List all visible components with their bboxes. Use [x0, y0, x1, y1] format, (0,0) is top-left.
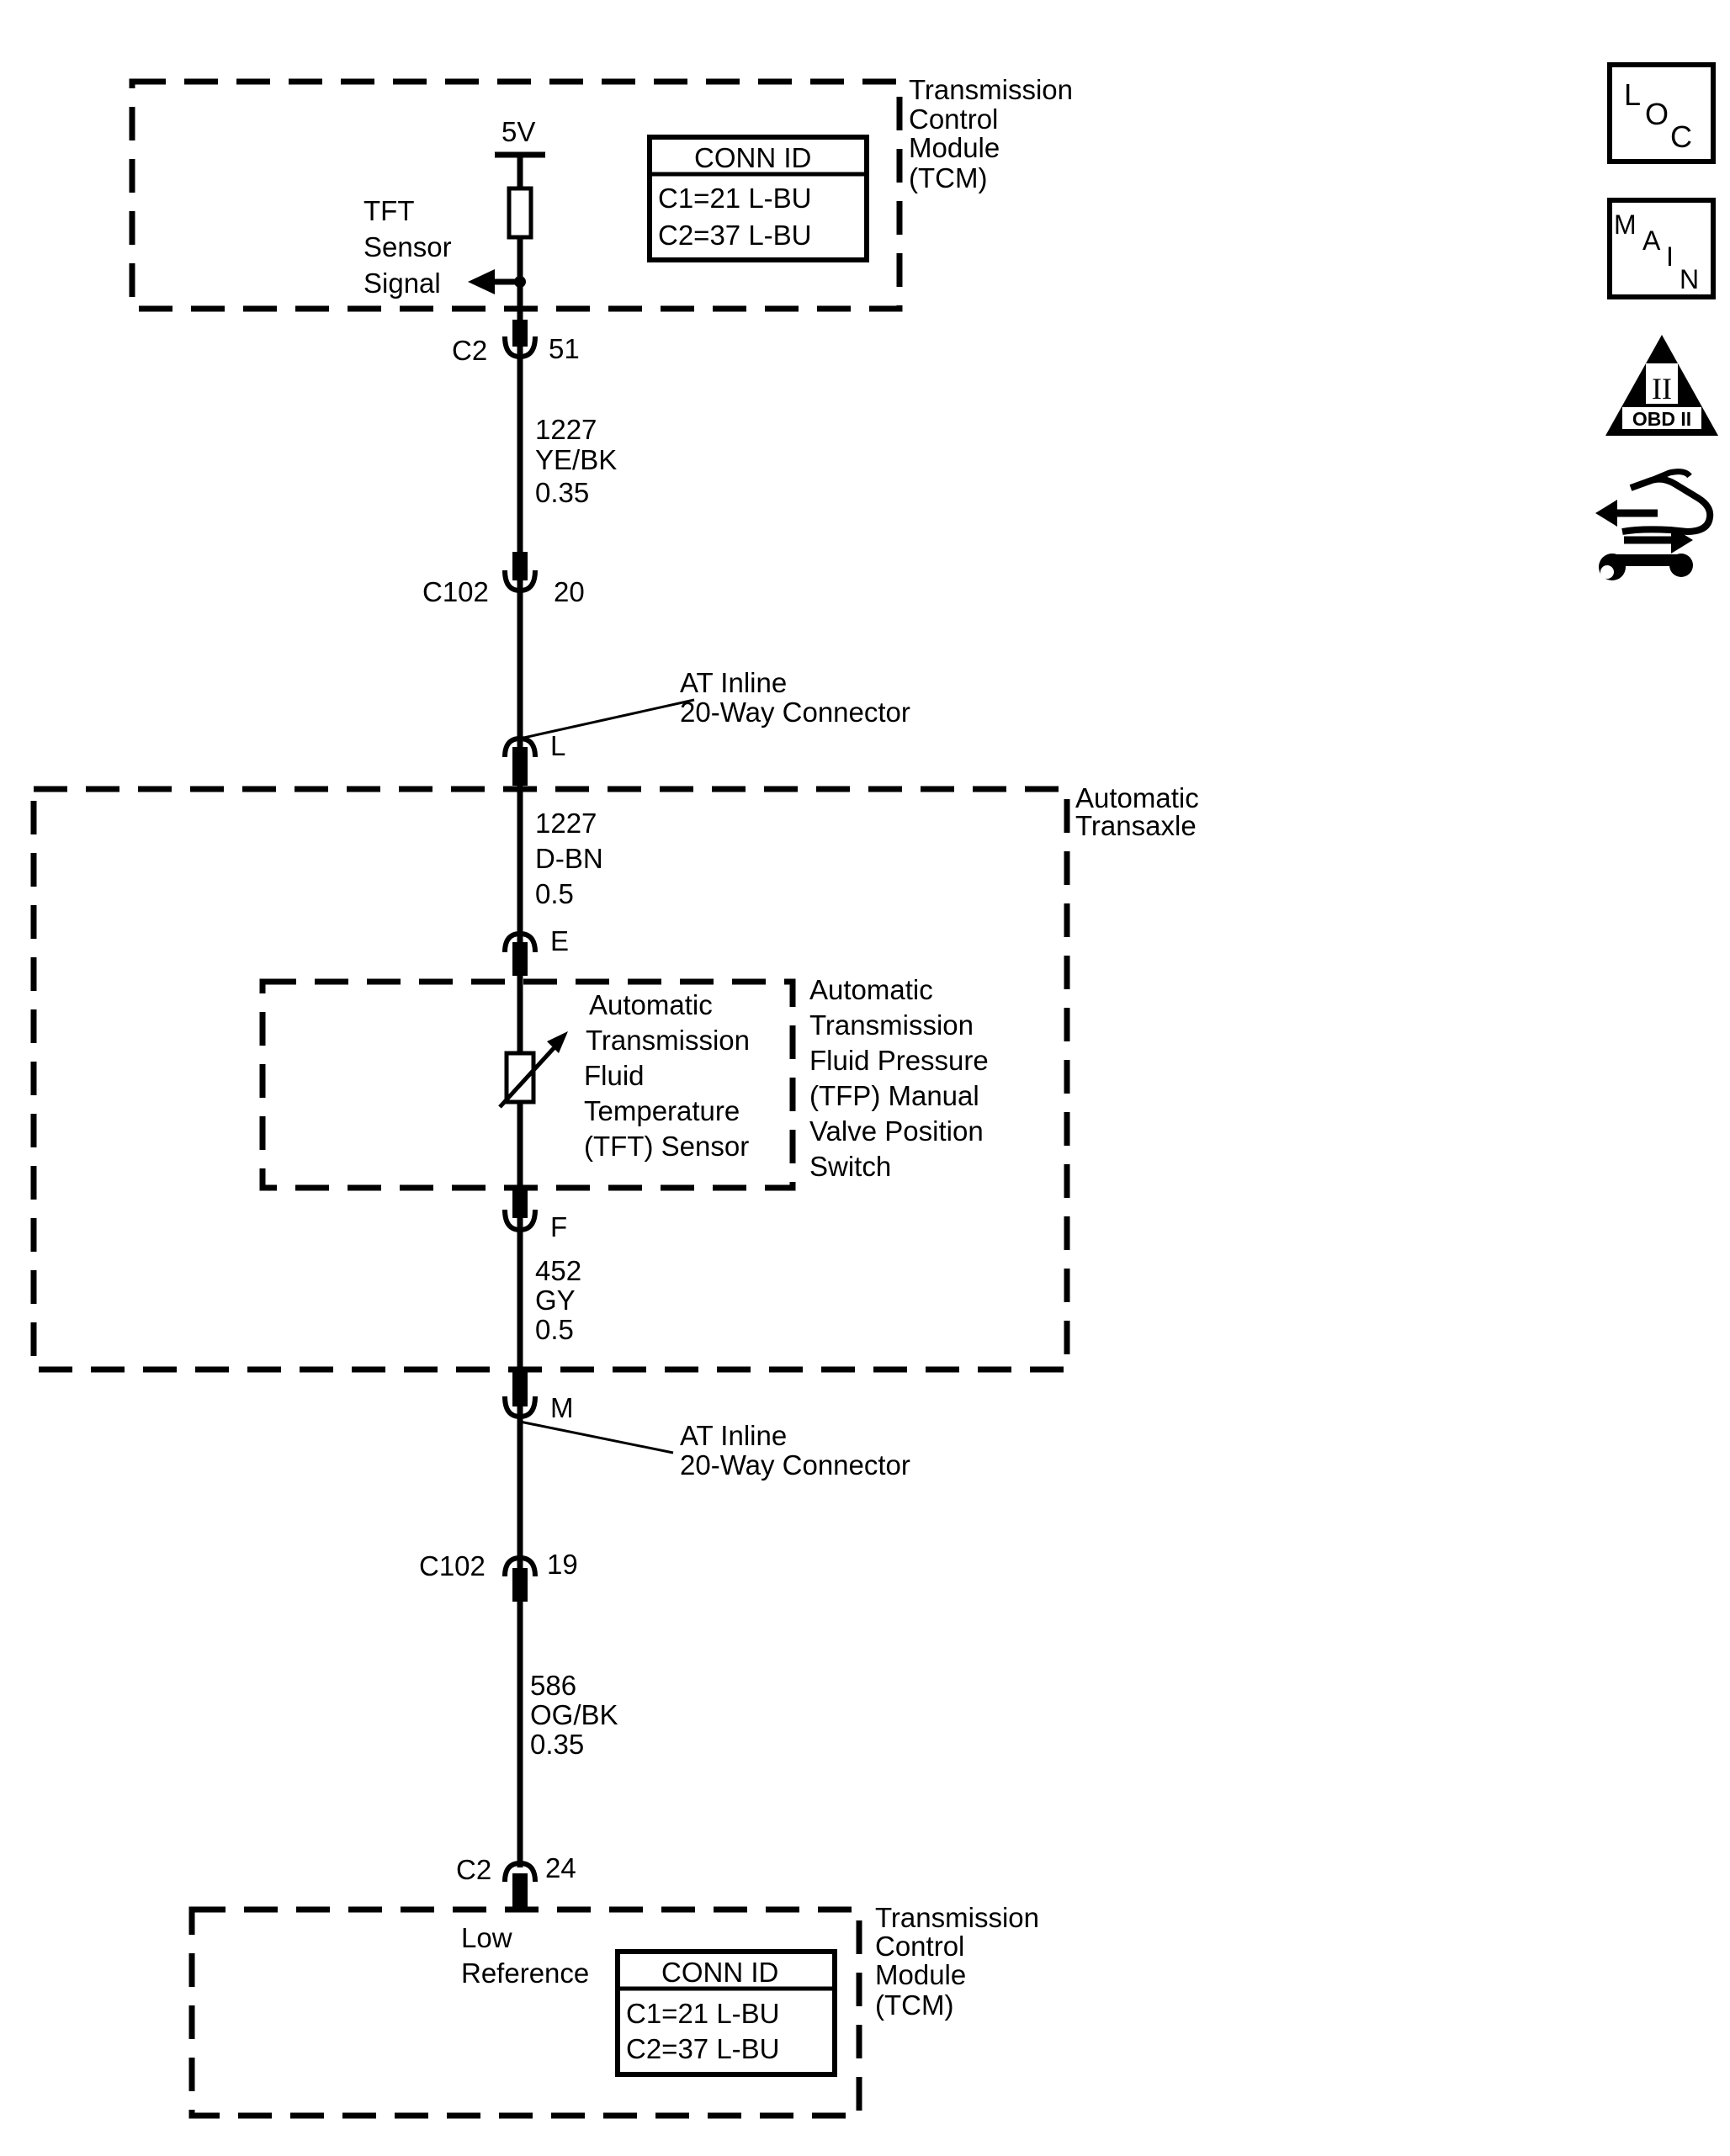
wire-452-gy-label: 452 GY 0.5	[535, 1255, 589, 1345]
svg-text:A: A	[1642, 225, 1661, 256]
svg-text:F: F	[550, 1211, 567, 1242]
tft-signal-label: TFT Sensor Signal	[364, 195, 459, 299]
wire-586-og-bk-label: 586 OG/BK 0.35	[530, 1670, 626, 1760]
svg-text:N: N	[1680, 264, 1699, 294]
tfp-switch-label: Automatic Transmission Fluid Pressure (T…	[809, 974, 996, 1182]
tft-thermistor-icon	[498, 1031, 568, 1109]
tft-sensor-label: Automatic Transmission Fluid Temperature…	[584, 989, 757, 1162]
main-icon[interactable]: M A I N	[1607, 198, 1716, 299]
tcm-bottom-label: Transmission Control Module (TCM)	[875, 1902, 1047, 2021]
tcm-top-label: Transmission Control Module (TCM)	[909, 74, 1080, 193]
transaxle-boundary	[30, 786, 1070, 1373]
conn-id-row: C1=21 L-BU	[626, 1998, 780, 2029]
svg-text:20: 20	[554, 576, 585, 607]
tcm-bottom-conn-id: CONN ID C1=21 L-BU C2=37 L-BU	[615, 1949, 837, 2077]
conn-id-row: C2=37 L-BU	[626, 2033, 780, 2064]
connector-c2-pin-51: C2 51	[452, 320, 580, 366]
connector-c102-pin-20: C102 20	[422, 552, 585, 607]
conn-id-row: C1=21 L-BU	[658, 183, 812, 214]
svg-text:OBD II: OBD II	[1632, 408, 1691, 430]
tcm-bottom: Transmission Control Module (TCM) Low Re…	[188, 1902, 1047, 2119]
supply-voltage-label: 5V	[501, 116, 535, 147]
svg-text:I: I	[1666, 241, 1674, 272]
loc-icon[interactable]: L O C	[1607, 62, 1716, 164]
transaxle-label: Automatic Transaxle	[1075, 782, 1207, 841]
connector-inline-pin-l: L AT Inline 20-Way Connector	[502, 667, 910, 786]
tcm-bottom-boundary	[188, 1906, 862, 2119]
svg-text:AT Inline 20-Way Connect: AT Inline 20-Way Connector	[680, 1420, 910, 1481]
pullup-resistor	[507, 186, 533, 240]
low-reference-label: Low Reference	[461, 1922, 589, 1989]
svg-text:C102: C102	[422, 576, 489, 607]
tcm-top-conn-id: CONN ID C1=21 L-BU C2=37 L-BU	[647, 135, 869, 262]
tcm-top-boundary	[129, 78, 903, 312]
svg-text:M: M	[1614, 209, 1637, 240]
wire-1227-ye-bk-label: 1227 YE/BK 0.35	[535, 414, 624, 508]
svg-text:AT Inline 20-Way Connect: AT Inline 20-Way Connector	[680, 667, 910, 728]
svg-text:E: E	[550, 925, 569, 956]
svg-text:L: L	[550, 730, 565, 761]
svg-text:19: 19	[547, 1549, 578, 1580]
svg-text:II: II	[1652, 372, 1672, 405]
svg-text:C: C	[1670, 119, 1692, 154]
svg-text:M: M	[550, 1392, 574, 1423]
conn-id-title: CONN ID	[694, 142, 811, 173]
connector-pin-e: E	[502, 925, 569, 976]
connector-pin-f: F	[502, 1188, 567, 1242]
tcm-top: Transmission Control Module (TCM) 5V TFT…	[129, 74, 1080, 323]
transaxle: Automatic Transaxle 1227 D-BN 0.5 E Auto…	[30, 782, 1207, 1373]
svg-text:C2: C2	[456, 1854, 491, 1885]
connector-inline-pin-m: M AT Inline 20-Way Connector	[502, 1371, 910, 1481]
connector-c2-pin-24: C2 24	[456, 1852, 576, 1910]
connector-c102-pin-19: C102 19	[419, 1549, 578, 1602]
svg-text:C102: C102	[419, 1550, 486, 1581]
conn-id-row: C2=37 L-BU	[658, 220, 812, 251]
svg-text:L: L	[1624, 77, 1641, 112]
svg-text:C2: C2	[452, 335, 487, 366]
service-hand-icon[interactable]	[1595, 469, 1714, 580]
signal-arrow-icon	[468, 269, 495, 294]
conn-id-title: CONN ID	[661, 1957, 778, 1988]
obd-ii-icon[interactable]: II OBD II	[1605, 335, 1718, 436]
wire-1227-d-bn-label: 1227 D-BN 0.5	[535, 808, 611, 909]
svg-text:24: 24	[545, 1852, 576, 1883]
svg-text:O: O	[1645, 97, 1669, 131]
svg-text:51: 51	[549, 333, 580, 364]
